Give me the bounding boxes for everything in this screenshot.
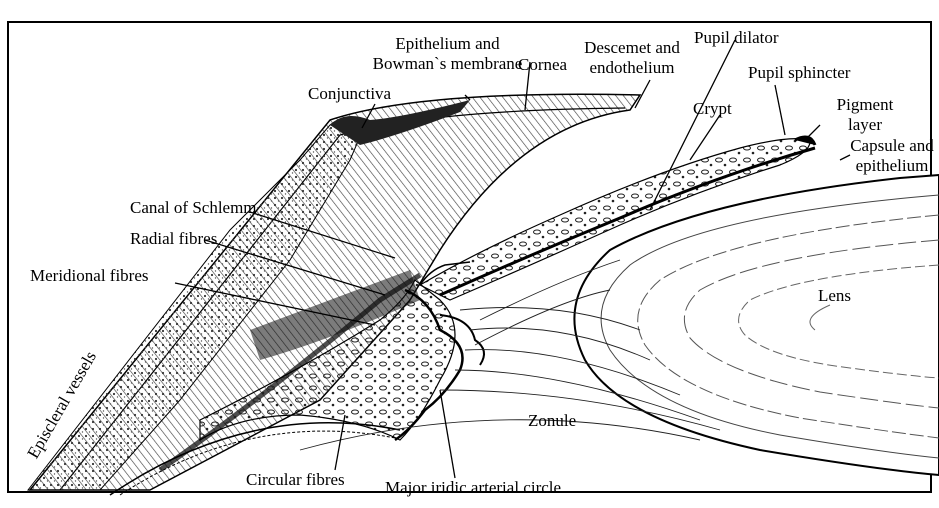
label-descemet: Descemet and endothelium	[572, 38, 692, 78]
label-epithelium-bowman-line1: Epithelium and	[360, 34, 535, 54]
label-circular-fibres: Circular fibres	[246, 470, 345, 490]
label-lens: Lens	[818, 286, 851, 306]
label-pupil-dilator: Pupil dilator	[694, 28, 779, 48]
label-pigment-layer-line1: Pigment	[825, 95, 905, 115]
label-cornea: Cornea	[518, 55, 567, 75]
label-conjunctiva: Conjunctiva	[308, 84, 391, 104]
label-zonule: Zonule	[528, 411, 576, 431]
label-pigment-layer: Pigment layer	[825, 95, 905, 135]
label-capsule: Capsule and epithelium	[842, 136, 939, 176]
label-capsule-line1: Capsule and	[842, 136, 939, 156]
label-descemet-line2: endothelium	[572, 58, 692, 78]
label-epithelium-bowman: Epithelium and Bowman`s membrane	[360, 34, 535, 74]
label-radial-fibres: Radial fibres	[130, 229, 217, 249]
label-capsule-line2: epithelium	[842, 156, 939, 176]
label-meridional-fibres: Meridional fibres	[30, 266, 149, 286]
label-descemet-line1: Descemet and	[572, 38, 692, 58]
label-pupil-sphincter: Pupil sphincter	[748, 63, 850, 83]
label-crypt: Crypt	[693, 99, 732, 119]
label-pigment-layer-line2: layer	[825, 115, 905, 135]
label-epithelium-bowman-line2: Bowman`s membrane	[360, 54, 535, 74]
label-canal-schlemm: Canal of Schlemm	[130, 198, 257, 218]
label-major-iridic: Major iridic arterial circle	[385, 478, 561, 498]
